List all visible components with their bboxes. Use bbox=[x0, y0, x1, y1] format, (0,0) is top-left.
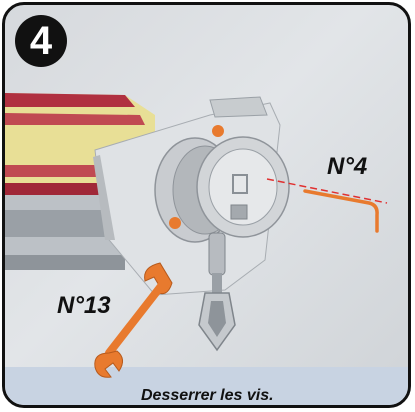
crank-eye bbox=[198, 232, 236, 352]
wrench-label: N°13 bbox=[57, 292, 111, 319]
illustration bbox=[5, 93, 408, 405]
screw-left bbox=[169, 217, 181, 229]
guide-line bbox=[266, 178, 388, 204]
hex-key-label: N°4 bbox=[327, 153, 368, 180]
screw-top bbox=[212, 125, 224, 137]
step-panel: 4 N°4 N°13 Desserrer les vis. bbox=[2, 2, 411, 408]
step-number-badge: 4 bbox=[15, 15, 67, 67]
open-end-wrench-icon bbox=[94, 262, 173, 378]
allen-key-icon bbox=[303, 189, 379, 233]
instruction-caption: Desserrer les vis. bbox=[141, 387, 274, 404]
motor-head bbox=[154, 136, 290, 243]
